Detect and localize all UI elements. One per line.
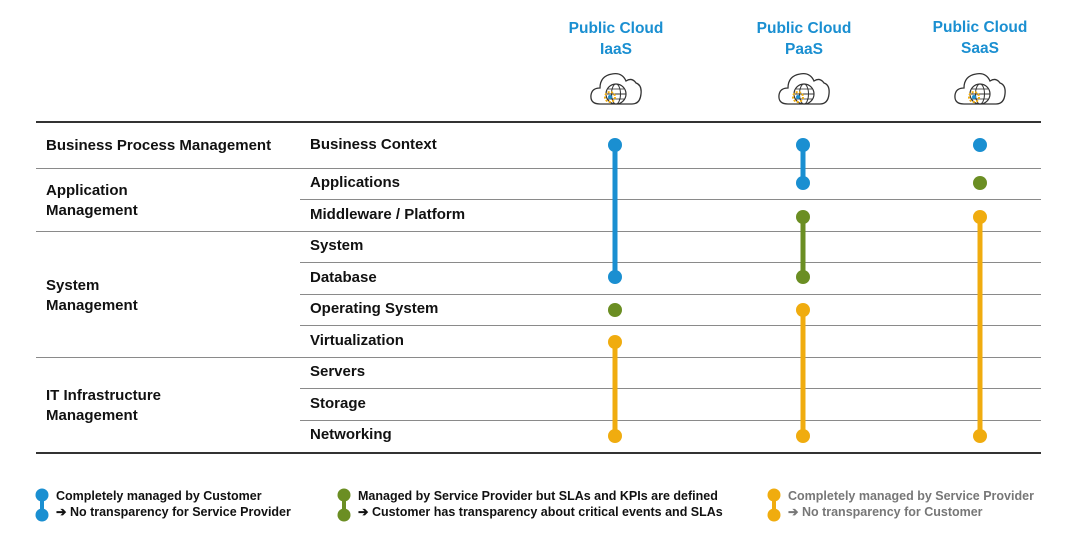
category-label-line2: Management	[46, 202, 138, 219]
column-header-saas: Public Cloud SaaS	[910, 17, 1050, 59]
legend-line1: Completely managed by Service Provider	[788, 489, 1034, 503]
row-divider	[300, 199, 1041, 200]
category-business-process-management: Business Process Management	[46, 136, 271, 156]
row-divider	[300, 262, 1041, 263]
responsibility-dot-sla	[796, 270, 810, 284]
responsibility-dot-customer	[608, 138, 622, 152]
layer-virtualization: Virtualization	[310, 332, 404, 349]
column-header-line1: Public Cloud	[756, 20, 852, 37]
row-divider	[36, 231, 1041, 232]
table-bottom-border	[36, 452, 1041, 454]
row-divider	[300, 325, 1041, 326]
category-label-line2: Management	[46, 407, 138, 424]
layer-operating-system: Operating System	[310, 300, 439, 317]
responsibility-dot-sla	[973, 176, 987, 190]
category-application-management: Application Management	[46, 181, 138, 221]
responsibility-dot-provider	[796, 303, 810, 317]
responsibility-dot-provider	[973, 429, 987, 443]
responsibility-dot-sla	[796, 210, 810, 224]
category-it-infrastructure-management: IT Infrastructure Management	[46, 386, 161, 426]
responsibility-dot-provider	[796, 429, 810, 443]
responsibility-dot-customer	[973, 138, 987, 152]
cloud-globe-gear-icon	[590, 73, 642, 105]
responsibility-dot-customer	[608, 270, 622, 284]
category-label-line1: System	[46, 277, 100, 294]
responsibility-dot-provider	[973, 210, 987, 224]
legend-swatch-customer	[35, 488, 49, 522]
legend-line2: ➔ Customer has transparency about critic…	[358, 505, 723, 519]
column-header-line1: Public Cloud	[568, 20, 664, 37]
row-divider	[36, 357, 1041, 358]
legend-line2: ➔ No transparency for Service Provider	[56, 505, 291, 519]
responsibility-dot-provider	[608, 429, 622, 443]
column-header-line1: Public Cloud	[932, 19, 1028, 36]
column-header-line2: IaaS	[600, 41, 632, 58]
responsibility-dot-sla	[608, 303, 622, 317]
row-divider	[36, 168, 1041, 169]
category-label-line1: Business Process Management	[46, 137, 272, 154]
responsibility-dot-provider	[608, 335, 622, 349]
legend-swatch-provider	[767, 488, 781, 522]
row-divider	[300, 420, 1041, 421]
cloud-globe-gear-icon	[778, 73, 830, 105]
category-label-line1: Application	[46, 182, 128, 199]
column-header-paas: Public Cloud PaaS	[734, 18, 874, 60]
legend-line1: Managed by Service Provider but SLAs and…	[358, 489, 718, 503]
legend-text: Managed by Service Provider but SLAs and…	[358, 488, 723, 520]
legend-swatch-sla	[337, 488, 351, 522]
layer-middleware-platform: Middleware / Platform	[310, 206, 466, 223]
cloud-globe-gear-icon	[954, 73, 1006, 105]
layer-system: System	[310, 237, 364, 254]
layer-networking: Networking	[310, 426, 392, 443]
table-top-border	[36, 121, 1041, 123]
layer-database: Database	[310, 269, 377, 286]
column-header-iaas: Public Cloud IaaS	[546, 18, 686, 60]
category-label-line2: Management	[46, 297, 138, 314]
row-divider	[300, 388, 1041, 389]
layer-applications: Applications	[310, 174, 401, 191]
category-label-line1: IT Infrastructure	[46, 387, 162, 404]
category-system-management: System Management	[46, 276, 138, 316]
row-divider	[300, 294, 1041, 295]
legend-line1: Completely managed by Customer	[56, 489, 262, 503]
responsibility-dot-customer	[796, 138, 810, 152]
column-header-line2: SaaS	[961, 40, 999, 57]
legend-line2: ➔ No transparency for Customer	[788, 505, 983, 519]
column-header-line2: PaaS	[785, 41, 823, 58]
layer-business-context: Business Context	[310, 136, 437, 153]
legend-text: Completely managed by Customer ➔ No tran…	[56, 488, 291, 520]
legend-text: Completely managed by Service Provider ➔…	[788, 488, 1034, 520]
responsibility-dot-customer	[796, 176, 810, 190]
layer-storage: Storage	[310, 395, 366, 412]
layer-servers: Servers	[310, 363, 366, 380]
